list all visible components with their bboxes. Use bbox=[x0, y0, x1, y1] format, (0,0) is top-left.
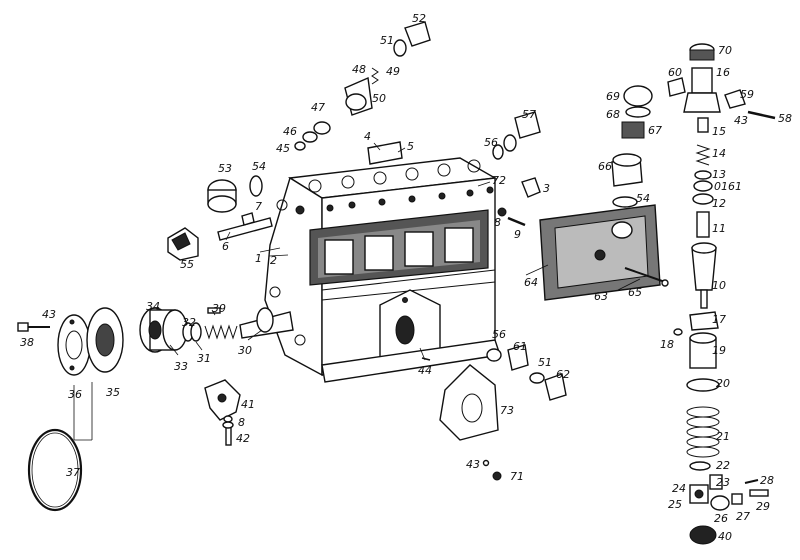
label-68: 68 bbox=[606, 108, 620, 121]
side-cover-63 bbox=[539, 204, 661, 301]
label-57: 57 bbox=[522, 108, 536, 121]
label-4: 4 bbox=[364, 130, 371, 143]
label-64: 64 bbox=[524, 276, 538, 289]
label-67: 67 bbox=[648, 124, 662, 137]
label-58: 58 bbox=[778, 112, 792, 125]
label-53: 53 bbox=[218, 162, 232, 175]
label-29: 29 bbox=[756, 500, 770, 513]
label-19: 19 bbox=[712, 344, 726, 357]
label-8: 8 bbox=[494, 216, 501, 229]
label-25: 25 bbox=[668, 498, 682, 511]
part-labels: 1 2 3 4 5 6 7 8 9 10 11 12 13 14 15 16 1… bbox=[20, 12, 792, 543]
label-66: 66 bbox=[598, 160, 612, 173]
label-2: 2 bbox=[270, 254, 277, 267]
label-6: 6 bbox=[222, 240, 229, 253]
label-54: 54 bbox=[252, 160, 266, 173]
label-56: 56 bbox=[484, 136, 498, 149]
label-43: 43 bbox=[42, 308, 56, 321]
label-10: 10 bbox=[712, 279, 726, 292]
label-46: 46 bbox=[283, 125, 297, 138]
label-38: 38 bbox=[20, 336, 34, 349]
label-52: 52 bbox=[412, 12, 426, 25]
label-5: 5 bbox=[407, 140, 414, 153]
label-35: 35 bbox=[106, 386, 120, 399]
label-30: 30 bbox=[238, 344, 252, 357]
label-47: 47 bbox=[311, 101, 325, 114]
label-61: 61 bbox=[513, 340, 527, 353]
label-72: 72 bbox=[492, 174, 506, 187]
label-73: 73 bbox=[500, 404, 514, 417]
pump-housing bbox=[264, 157, 501, 383]
label-8-b: 8 bbox=[238, 416, 245, 429]
label-63: 63 bbox=[594, 290, 608, 303]
o-ring-37 bbox=[27, 428, 83, 512]
label-0161: 0161 bbox=[714, 180, 742, 193]
label-36: 36 bbox=[68, 388, 82, 401]
label-54-b: 54 bbox=[636, 192, 650, 205]
cap-53 bbox=[207, 179, 237, 213]
label-60: 60 bbox=[668, 66, 682, 79]
label-44: 44 bbox=[418, 364, 432, 377]
label-32: 32 bbox=[182, 316, 196, 329]
label-62: 62 bbox=[556, 368, 570, 381]
bolt-38 bbox=[17, 322, 50, 332]
label-20: 20 bbox=[716, 377, 730, 390]
label-14: 14 bbox=[712, 147, 726, 160]
label-28: 28 bbox=[760, 474, 774, 487]
label-13: 13 bbox=[712, 168, 726, 181]
label-71: 71 bbox=[510, 470, 524, 483]
label-42: 42 bbox=[236, 432, 250, 445]
label-55: 55 bbox=[180, 258, 194, 271]
label-34: 34 bbox=[146, 300, 160, 313]
label-43-b: 43 bbox=[734, 114, 748, 127]
label-18: 18 bbox=[660, 338, 674, 351]
label-1: 1 bbox=[255, 252, 262, 265]
gasket-35 bbox=[86, 307, 124, 373]
label-17: 17 bbox=[712, 313, 726, 326]
label-23: 23 bbox=[716, 476, 730, 489]
label-45: 45 bbox=[276, 142, 290, 155]
label-26: 26 bbox=[714, 512, 728, 525]
element-stack bbox=[667, 43, 776, 545]
flange-36 bbox=[57, 314, 91, 376]
label-37: 37 bbox=[66, 466, 80, 479]
label-33: 33 bbox=[174, 360, 188, 373]
label-12: 12 bbox=[712, 197, 726, 210]
label-21: 21 bbox=[716, 430, 730, 443]
label-3: 3 bbox=[543, 182, 550, 195]
label-50: 50 bbox=[372, 92, 386, 105]
label-27: 27 bbox=[736, 510, 750, 523]
label-69: 69 bbox=[606, 90, 620, 103]
label-22: 22 bbox=[716, 459, 730, 472]
label-9: 9 bbox=[514, 228, 521, 241]
label-56-b: 56 bbox=[492, 328, 506, 341]
label-41: 41 bbox=[241, 398, 255, 411]
label-48: 48 bbox=[352, 63, 366, 76]
label-16: 16 bbox=[716, 66, 730, 79]
label-7: 7 bbox=[255, 200, 262, 213]
label-51: 51 bbox=[380, 34, 394, 47]
label-43-c: 43 bbox=[466, 458, 480, 471]
label-11: 11 bbox=[712, 222, 726, 235]
label-39: 39 bbox=[212, 302, 226, 315]
label-59: 59 bbox=[740, 88, 754, 101]
leader-lines bbox=[73, 142, 641, 441]
label-31: 31 bbox=[197, 352, 211, 365]
label-49: 49 bbox=[386, 65, 400, 78]
label-40: 40 bbox=[718, 530, 732, 543]
coupling-34 bbox=[139, 307, 188, 353]
label-15: 15 bbox=[712, 125, 726, 138]
label-70: 70 bbox=[718, 44, 732, 57]
label-24: 24 bbox=[672, 482, 686, 495]
label-51-b: 51 bbox=[538, 356, 552, 369]
label-65: 65 bbox=[628, 286, 642, 299]
